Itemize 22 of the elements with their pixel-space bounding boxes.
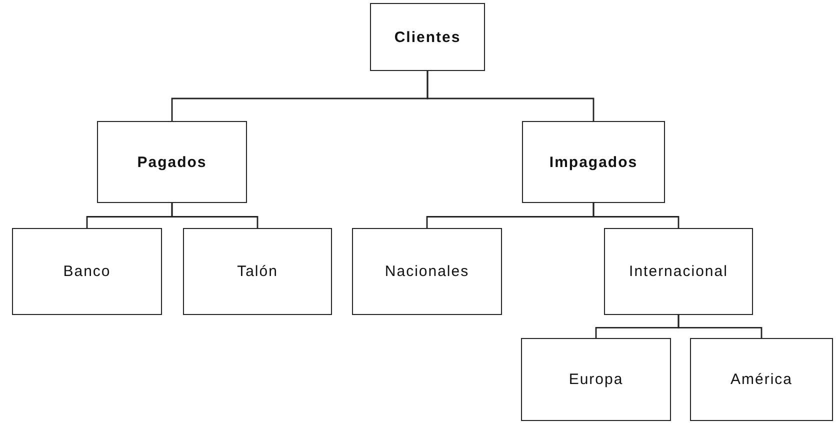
chart-box <box>352 228 502 315</box>
connector-line <box>426 71 594 121</box>
chart-box <box>521 338 671 421</box>
box-label: América <box>730 371 792 388</box>
box-label: Europa <box>568 371 624 388</box>
chart-box <box>183 228 332 315</box>
box-label: Clientes <box>394 28 461 46</box>
chart-box <box>12 228 162 315</box>
connector-line <box>592 203 680 228</box>
box-label: Talón <box>237 263 278 280</box>
box-label: Pagados <box>137 154 207 170</box>
chart-box <box>690 338 833 421</box>
box-label: Impagados <box>549 154 638 170</box>
chart-box <box>604 228 753 315</box>
box-label: Banco <box>63 263 111 280</box>
chart-box <box>97 121 247 203</box>
connector-line <box>678 315 762 338</box>
box-label: Internacional <box>629 263 728 280</box>
chart-box <box>370 3 485 71</box>
connector-line <box>171 203 258 228</box>
chart-box <box>522 121 665 203</box>
box-label: Nacionales <box>384 263 470 280</box>
